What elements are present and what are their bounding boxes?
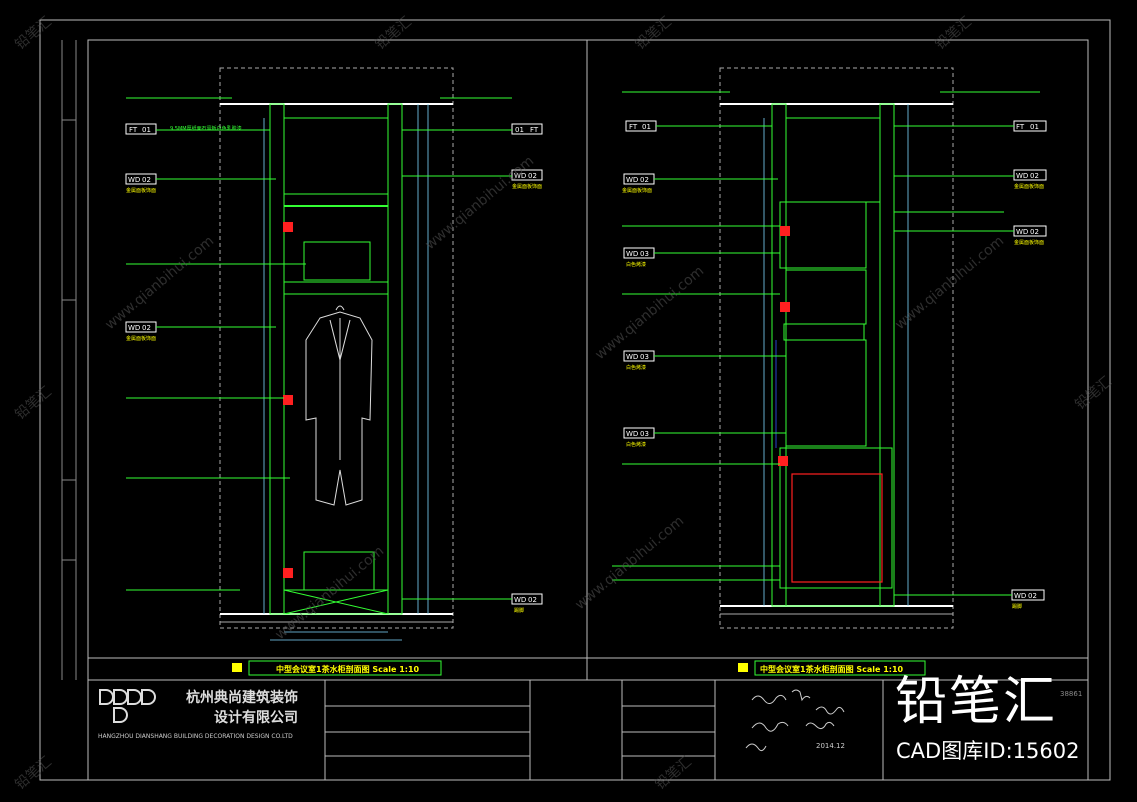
company-name-en: HANGZHOU DIANSHANG BUILDING DECORATION D… xyxy=(98,733,293,740)
tag-wd02-left-2: WD 02 金属面板饰面 xyxy=(125,321,276,342)
right-view-title-text: 中型会议室1茶水柜剖面图 Scale 1:10 xyxy=(760,664,904,674)
right-red-markers xyxy=(778,226,790,466)
left-tags: FT 01 9.5MM厚纸面石膏板白色乳胶漆 WD 02 金属面板饰面 WD 0… xyxy=(125,97,543,614)
right-view-title: 中型会议室1茶水柜剖面图 Scale 1:10 xyxy=(738,660,926,676)
tag-ft01-right: FT 01 xyxy=(625,120,772,132)
tag-num: 02 xyxy=(528,596,537,604)
left-view-title: 中型会议室1茶水柜剖面图 Scale 1:10 xyxy=(232,660,442,676)
tag-num: 02 xyxy=(1030,228,1039,236)
tag-note: 9.5MM厚纸面石膏板白色乳胶漆 xyxy=(170,125,242,132)
tag-num: 03 xyxy=(640,250,649,258)
tag-note: 踢脚 xyxy=(514,607,524,614)
tag-wd03-right-2: WD 03 白色烤漆 xyxy=(623,350,786,371)
tag-num: 01 xyxy=(142,126,151,134)
left-frame-marks xyxy=(61,40,77,680)
company-logo-icon xyxy=(99,689,156,723)
tag-ft01-left-right: 01 FT xyxy=(402,123,543,135)
drawing-date: 2014.12 xyxy=(816,742,845,750)
tag-wd02-left-3: WD 02 踢脚 xyxy=(402,593,543,614)
left-view-title-text: 中型会议室1茶水柜剖面图 Scale 1:10 xyxy=(276,664,420,674)
tag-note: 金属面板饰面 xyxy=(622,187,652,194)
tag-note: 金属面板饰面 xyxy=(126,187,156,194)
tag-wd02-right-right-2: WD 02 金属面板饰面 xyxy=(894,225,1047,246)
tag-num: 02 xyxy=(1030,172,1039,180)
coat-hanger-figure xyxy=(305,305,373,506)
right-tags: FT 01 WD 02 金属面板饰面 WD 03 白色烤漆 WD 03 白色烤漆 xyxy=(612,91,1047,610)
tag-wd02-right-right-1: WD 02 金属面板饰面 xyxy=(894,169,1047,190)
tag-ft01-left: FT 01 9.5MM厚纸面石膏板白色乳胶漆 xyxy=(125,123,270,135)
tag-num: FT xyxy=(530,126,539,134)
right-dashed-outline xyxy=(719,67,954,629)
tag-note: 白色烤漆 xyxy=(626,441,646,448)
tag-num: 02 xyxy=(640,176,649,184)
tag-note: 金属面板饰面 xyxy=(512,183,542,190)
left-dashed-outline xyxy=(219,67,454,629)
tag-wd02-left-1: WD 02 金属面板饰面 xyxy=(125,173,276,194)
drawing-frame xyxy=(39,19,1111,781)
tag-code: FT xyxy=(129,126,138,134)
tag-ft01-right-right: FT 01 xyxy=(894,120,1047,132)
tag-note: 白色烤漆 xyxy=(626,261,646,268)
tag-note: 金属面板饰面 xyxy=(1014,183,1044,190)
watermark-brand: 铅笔汇 xyxy=(895,672,1058,732)
tag-num: 03 xyxy=(640,430,649,438)
tag-code: WD xyxy=(626,176,638,184)
tag-wd02-left-right: WD 02 金属面板饰面 xyxy=(402,169,543,190)
tag-code: FT xyxy=(629,123,638,131)
tag-wd02-right: WD 02 金属面板饰面 xyxy=(622,173,778,194)
tag-code: WD xyxy=(514,596,526,604)
red-appliance-box xyxy=(791,473,883,583)
tag-code: WD xyxy=(1016,228,1028,236)
tag-num: 02 xyxy=(528,172,537,180)
left-red-markers xyxy=(283,222,293,578)
tag-num: 02 xyxy=(1028,592,1037,600)
tag-code: FT xyxy=(1016,123,1025,131)
tag-wd03-right-1: WD 03 白色烤漆 xyxy=(623,247,780,268)
right-cabinet-section xyxy=(719,67,954,629)
tag-code: WD xyxy=(514,172,526,180)
tag-code: WD xyxy=(626,250,638,258)
tag-num: 01 xyxy=(1030,123,1039,131)
tag-note: 踢脚 xyxy=(1012,603,1022,610)
tag-num: 02 xyxy=(142,324,151,332)
tag-code: WD xyxy=(626,353,638,361)
tag-note: 白色烤漆 xyxy=(626,364,646,371)
tag-num: 01 xyxy=(642,123,651,131)
drawing-number: 38861 xyxy=(1060,690,1082,698)
tag-code: WD xyxy=(1014,592,1026,600)
tag-code: WD xyxy=(1016,172,1028,180)
tag-code: WD xyxy=(626,430,638,438)
signature-scribbles xyxy=(745,689,845,752)
company-name-line2: 设计有限公司 xyxy=(214,709,298,726)
tag-num: 02 xyxy=(142,176,151,184)
tag-code: WD xyxy=(128,176,140,184)
company-name-line1: 杭州典尚建筑装饰 xyxy=(186,689,298,706)
tag-note: 金属面板饰面 xyxy=(1014,239,1044,246)
tag-code: 01 xyxy=(515,126,524,134)
tag-num: 03 xyxy=(640,353,649,361)
title-block: 杭州典尚建筑装饰 设计有限公司 HANGZHOU DIANSHANG BUILD… xyxy=(98,680,1082,780)
tag-wd02-right-right-3: WD 02 踢脚 xyxy=(894,589,1045,610)
tag-code: WD xyxy=(128,324,140,332)
left-cabinet-section xyxy=(219,67,454,641)
watermark-id: CAD图库ID:15602 xyxy=(896,739,1080,763)
tag-wd03-right-3: WD 03 白色烤漆 xyxy=(623,427,786,448)
tag-note: 金属面板饰面 xyxy=(126,335,156,342)
